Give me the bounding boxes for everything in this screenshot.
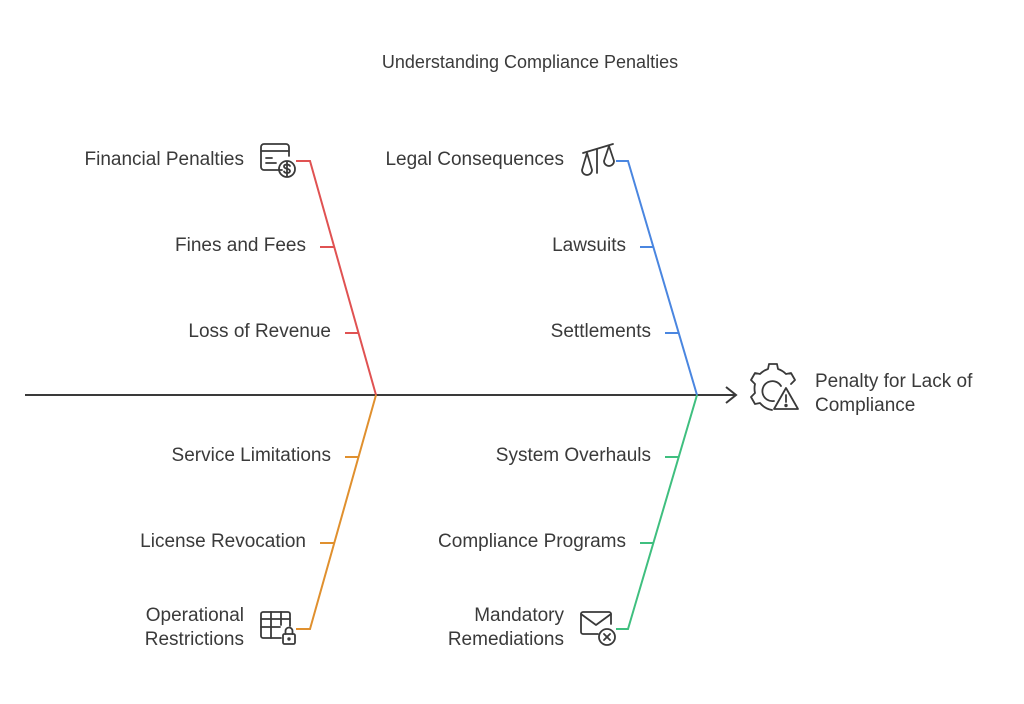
fishbone-head-label: Penalty for Lack of Compliance bbox=[815, 370, 972, 418]
cause-loss-of-revenue: Loss of Revenue bbox=[188, 321, 331, 342]
mail-x-icon bbox=[580, 611, 616, 646]
scales-icon bbox=[581, 143, 615, 176]
cause-fines-and-fees: Fines and Fees bbox=[175, 235, 306, 256]
head-label-line2: Compliance bbox=[815, 395, 916, 416]
cause-settlements: Settlements bbox=[550, 321, 651, 342]
table-lock-icon bbox=[260, 611, 296, 645]
credit-card-dollar-icon bbox=[260, 143, 296, 178]
bone-legal bbox=[616, 160, 698, 396]
cause-license-revocation: License Revocation bbox=[140, 531, 306, 552]
bone-remediation bbox=[616, 394, 698, 630]
diagram-title: Understanding Compliance Penalties bbox=[381, 52, 679, 72]
gear-warning-icon bbox=[750, 363, 799, 411]
branch-remediation-label-line2: Remediations bbox=[447, 629, 564, 650]
spine-arrowhead bbox=[725, 386, 738, 404]
branch-legal-label: Legal Consequences bbox=[385, 149, 564, 170]
cause-lawsuits: Lawsuits bbox=[552, 235, 626, 256]
cause-compliance-programs: Compliance Programs bbox=[438, 531, 626, 552]
head-label-line1: Penalty for Lack of bbox=[815, 371, 973, 392]
branch-operational-label: Operational Restrictions bbox=[145, 604, 244, 652]
cause-system-overhauls: System Overhauls bbox=[495, 445, 651, 466]
branch-remediation-label: Mandatory Remediations bbox=[448, 604, 564, 652]
bone-financial bbox=[296, 160, 377, 396]
bone-operational bbox=[296, 394, 377, 630]
branch-operational-label-line2: Restrictions bbox=[144, 629, 244, 650]
cause-service-limitations: Service Limitations bbox=[171, 445, 331, 466]
branch-remediation-label-line1: Mandatory bbox=[474, 605, 564, 626]
branch-operational-label-line1: Operational bbox=[145, 605, 244, 626]
branch-financial-label: Financial Penalties bbox=[84, 149, 244, 170]
